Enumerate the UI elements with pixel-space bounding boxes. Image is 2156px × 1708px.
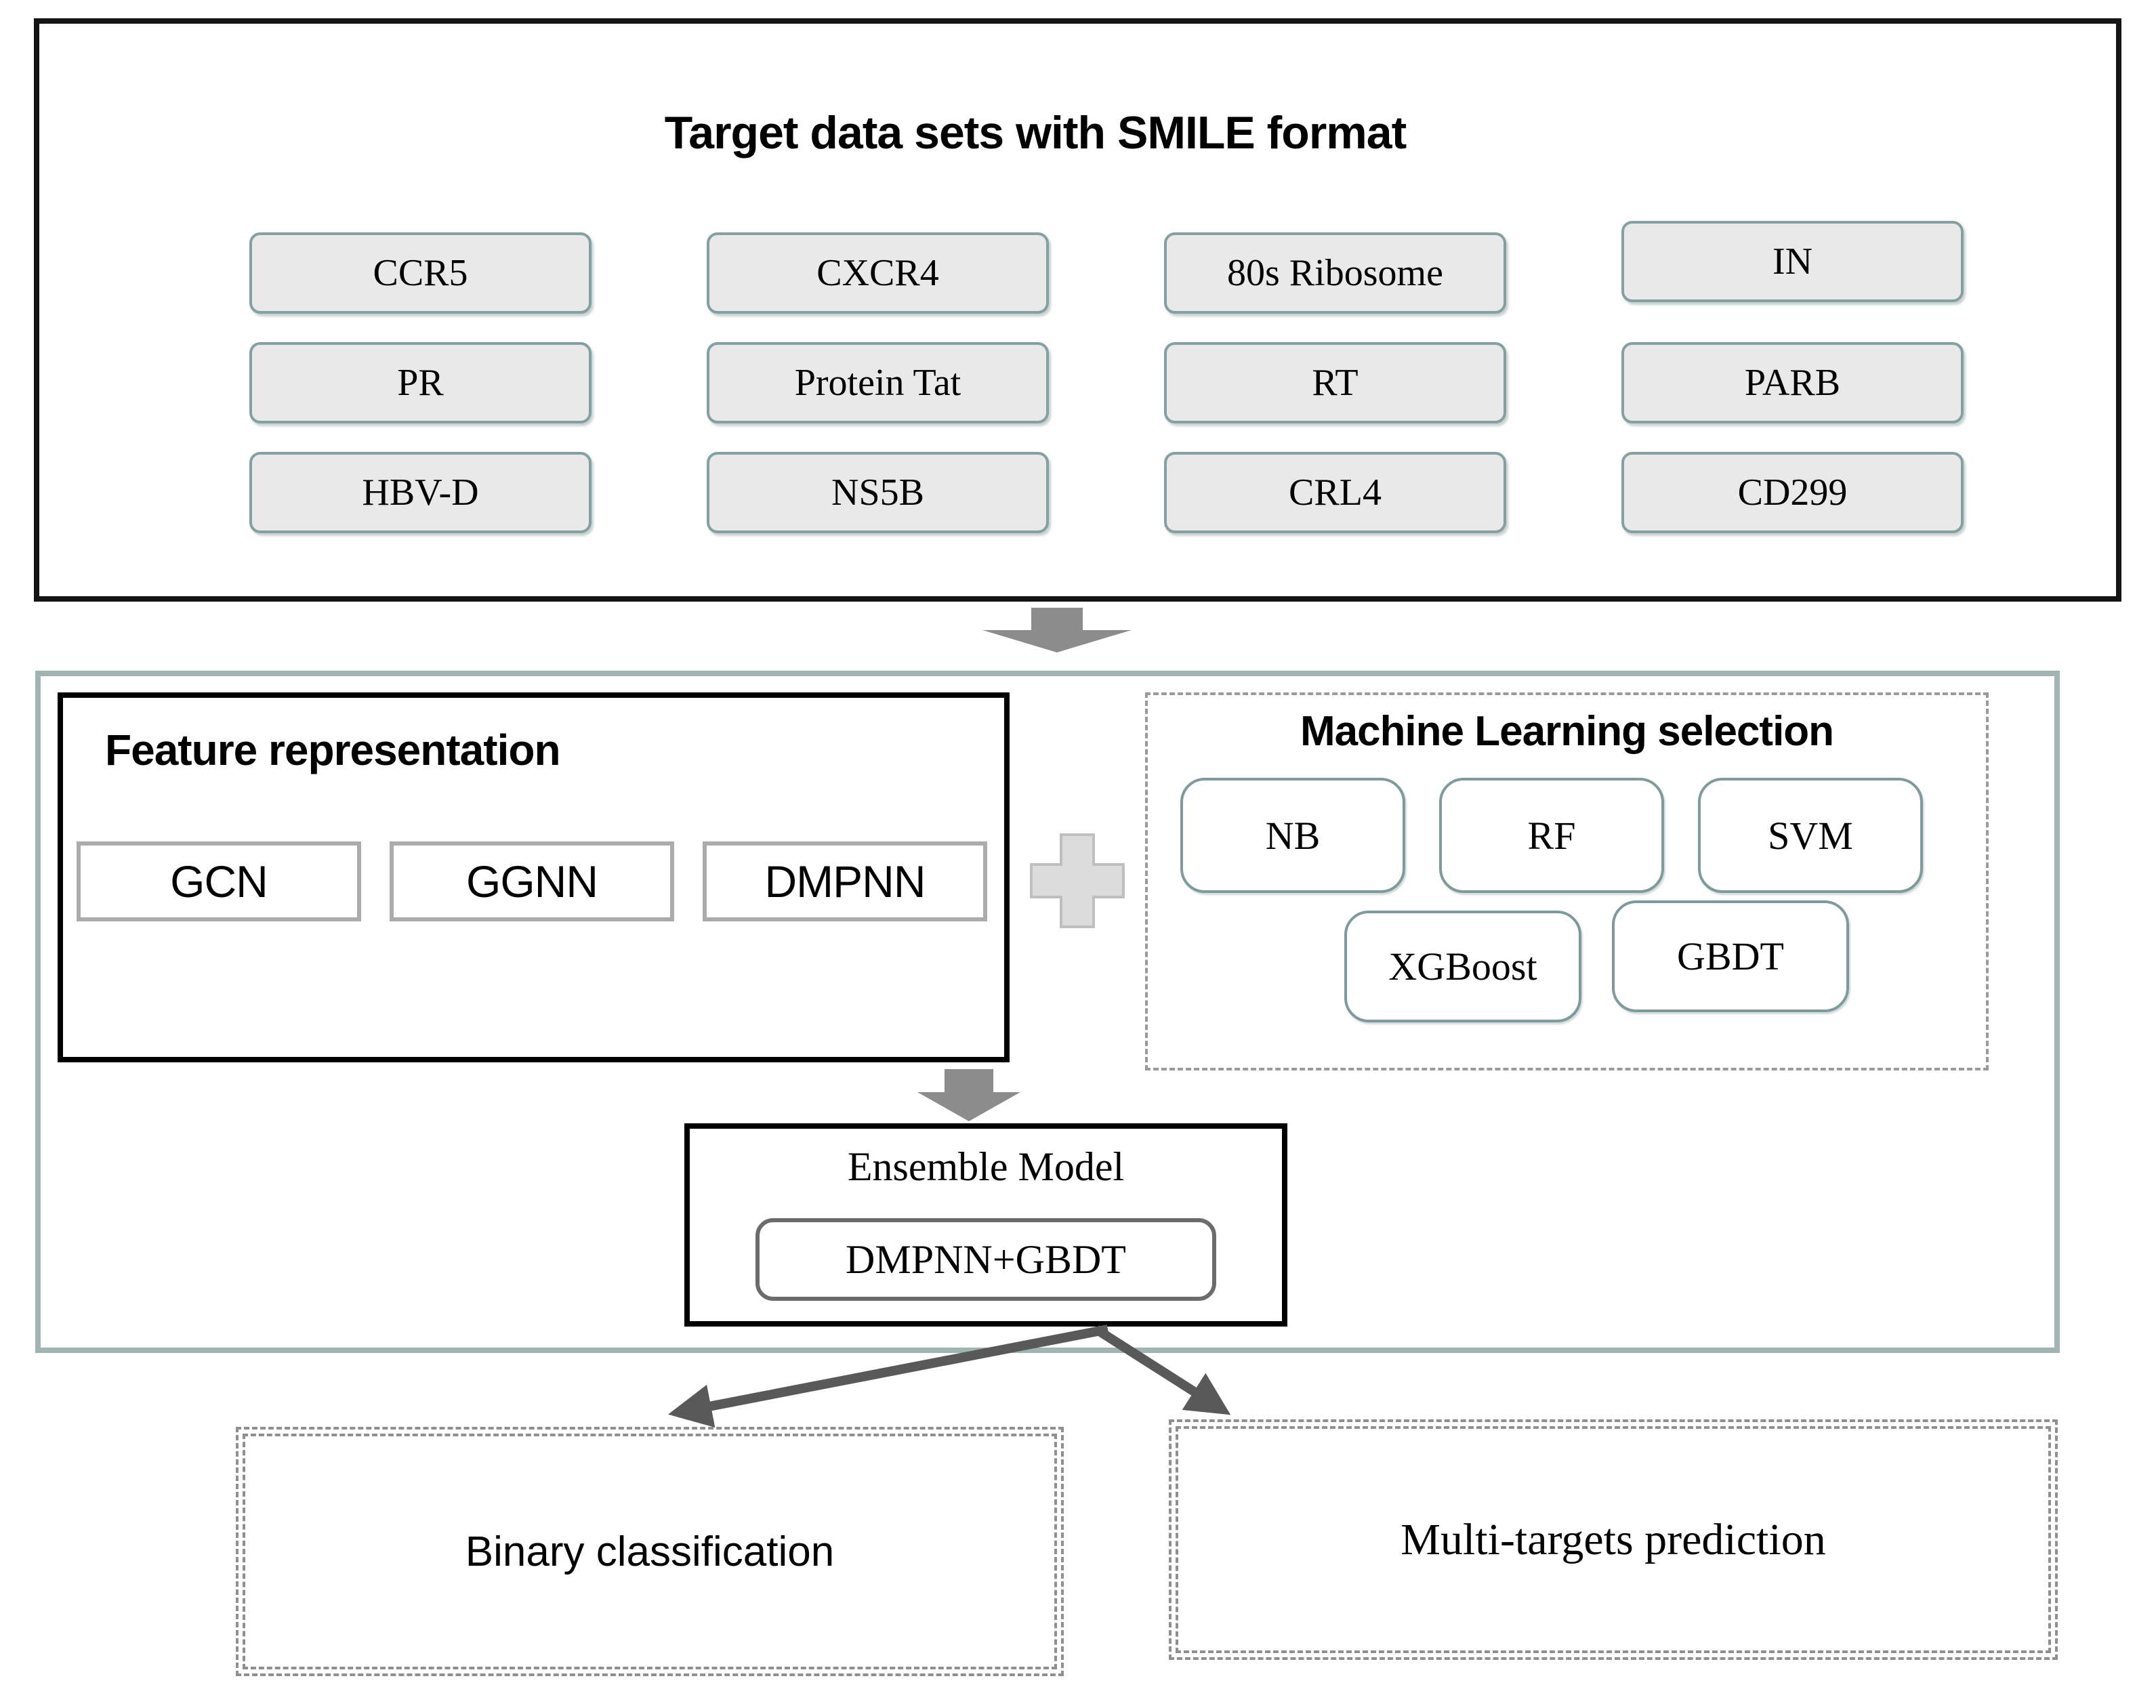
target-box-parb: PARB [1621, 342, 1964, 423]
ml-method-xgboost: XGBoost [1344, 911, 1581, 1022]
feature-method-row: GCN GGNN DMPNN [77, 841, 987, 921]
target-datasets-panel: Target data sets with SMILE format CCR5 … [34, 18, 2121, 602]
binary-classification-box: Binary classification [236, 1427, 1064, 1676]
target-box-80s-ribosome: 80s Ribosome [1164, 232, 1506, 314]
ml-method-rf: RF [1439, 778, 1664, 893]
ml-method-nb: NB [1180, 778, 1405, 893]
target-box-ccr5: CCR5 [249, 232, 592, 314]
binary-classification-label: Binary classification [465, 1528, 835, 1575]
target-box-in: IN [1621, 221, 1964, 302]
target-box-rt: RT [1164, 342, 1506, 423]
ensemble-model-panel: Ensemble Model DMPNN+GBDT [684, 1123, 1287, 1327]
feature-representation-title: Feature representation [105, 726, 561, 774]
target-box-hbv-d: HBV-D [249, 452, 592, 533]
ml-row-2: XGBoost GBDT [1344, 900, 1849, 1022]
machine-learning-title: Machine Learning selection [1300, 708, 1834, 755]
ensemble-model-box: DMPNN+GBDT [755, 1218, 1216, 1301]
feature-method-gcn: GCN [77, 841, 361, 921]
multi-targets-prediction-box: Multi-targets prediction [1169, 1419, 2058, 1660]
machine-learning-panel: Machine Learning selection NB RF SVM XGB… [1145, 692, 1989, 1070]
target-box-protein-tat: Protein Tat [707, 342, 1049, 423]
target-box-crl4: CRL4 [1164, 452, 1506, 533]
ensemble-model-title: Ensemble Model [847, 1144, 1125, 1189]
ml-method-gbdt: GBDT [1612, 900, 1849, 1012]
down-arrow-icon [982, 608, 1132, 652]
target-datasets-title: Target data sets with SMILE format [664, 107, 1407, 159]
feature-representation-panel: Feature representation GCN GGNN DMPNN [58, 692, 1010, 1062]
target-box-ns5b: NS5B [707, 452, 1049, 533]
feature-method-ggnn: GGNN [390, 841, 674, 921]
target-box-cxcr4: CXCR4 [707, 232, 1049, 314]
feature-method-dmpnn: DMPNN [703, 841, 987, 921]
ml-method-svm: SVM [1698, 778, 1923, 893]
ml-row-1: NB RF SVM [1180, 778, 1923, 893]
target-box-pr: PR [249, 342, 592, 423]
multi-targets-prediction-label: Multi-targets prediction [1401, 1514, 1826, 1564]
target-grid: CCR5 CXCR4 80s Ribosome IN PR Protein Ta… [249, 221, 1964, 533]
target-box-cd299: CD299 [1621, 452, 1964, 533]
